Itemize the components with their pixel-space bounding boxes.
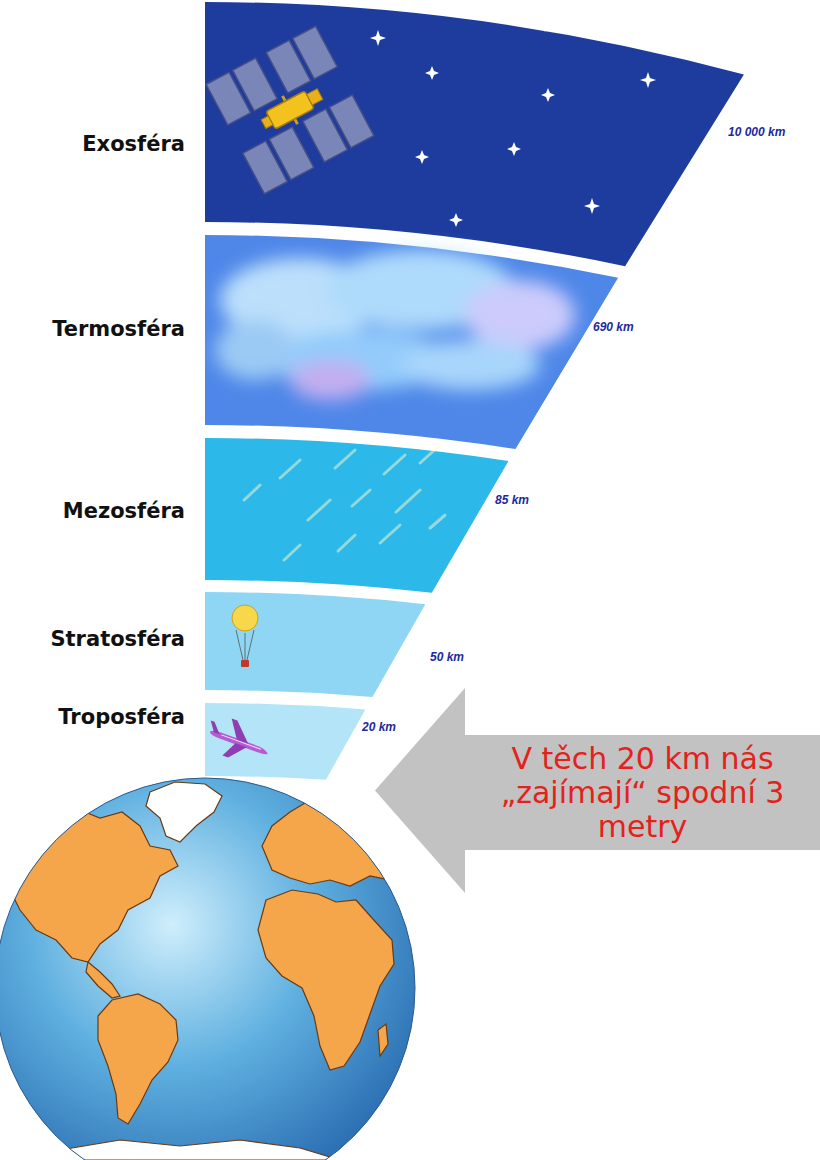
layer-band-fill bbox=[205, 438, 508, 593]
atmosphere-layer: Mezosféra85 km bbox=[205, 438, 511, 595]
layer-band-fill bbox=[205, 703, 365, 780]
callout-arrow-fill bbox=[375, 688, 820, 893]
layer-band-fill bbox=[205, 592, 425, 697]
altitude-label: 20 km bbox=[362, 720, 396, 734]
layer-band bbox=[205, 703, 368, 782]
atmosphere-layer: Troposféra20 km bbox=[205, 703, 368, 782]
callout-arrow: V těch 20 km nás „zajímají“ spodní 3 met… bbox=[375, 688, 820, 893]
airplane bbox=[201, 712, 275, 770]
callout-text: V těch 20 km nás „zajímají“ spodní 3 met… bbox=[475, 742, 810, 844]
meteors bbox=[244, 445, 445, 560]
layer-name: Termosféra bbox=[52, 317, 185, 341]
satellite bbox=[206, 26, 374, 194]
altitude-label: 690 km bbox=[593, 320, 634, 334]
altitude-label: 50 km bbox=[430, 650, 464, 664]
stars bbox=[370, 18, 656, 227]
layer-name: Mezosféra bbox=[63, 499, 185, 523]
layer-name: Troposféra bbox=[58, 705, 185, 729]
atmosphere-layer: Exosféra10 000 km bbox=[205, 2, 746, 269]
atmosphere-layer: Stratosféra50 km bbox=[205, 592, 428, 700]
layer-band bbox=[205, 2, 746, 269]
layer-band bbox=[205, 235, 621, 452]
altitude-label: 10 000 km bbox=[728, 125, 785, 139]
layer-band bbox=[205, 592, 428, 700]
weather-balloon bbox=[232, 605, 258, 667]
layer-band bbox=[205, 438, 511, 595]
aurora bbox=[215, 250, 575, 400]
layer-name: Exosféra bbox=[82, 132, 185, 156]
layer-name: Stratosféra bbox=[50, 627, 185, 651]
layer-band-fill bbox=[205, 235, 618, 449]
atmosphere-layer: Termosféra690 km bbox=[205, 235, 621, 452]
layer-band-fill bbox=[205, 2, 744, 266]
altitude-label: 85 km bbox=[495, 493, 529, 507]
